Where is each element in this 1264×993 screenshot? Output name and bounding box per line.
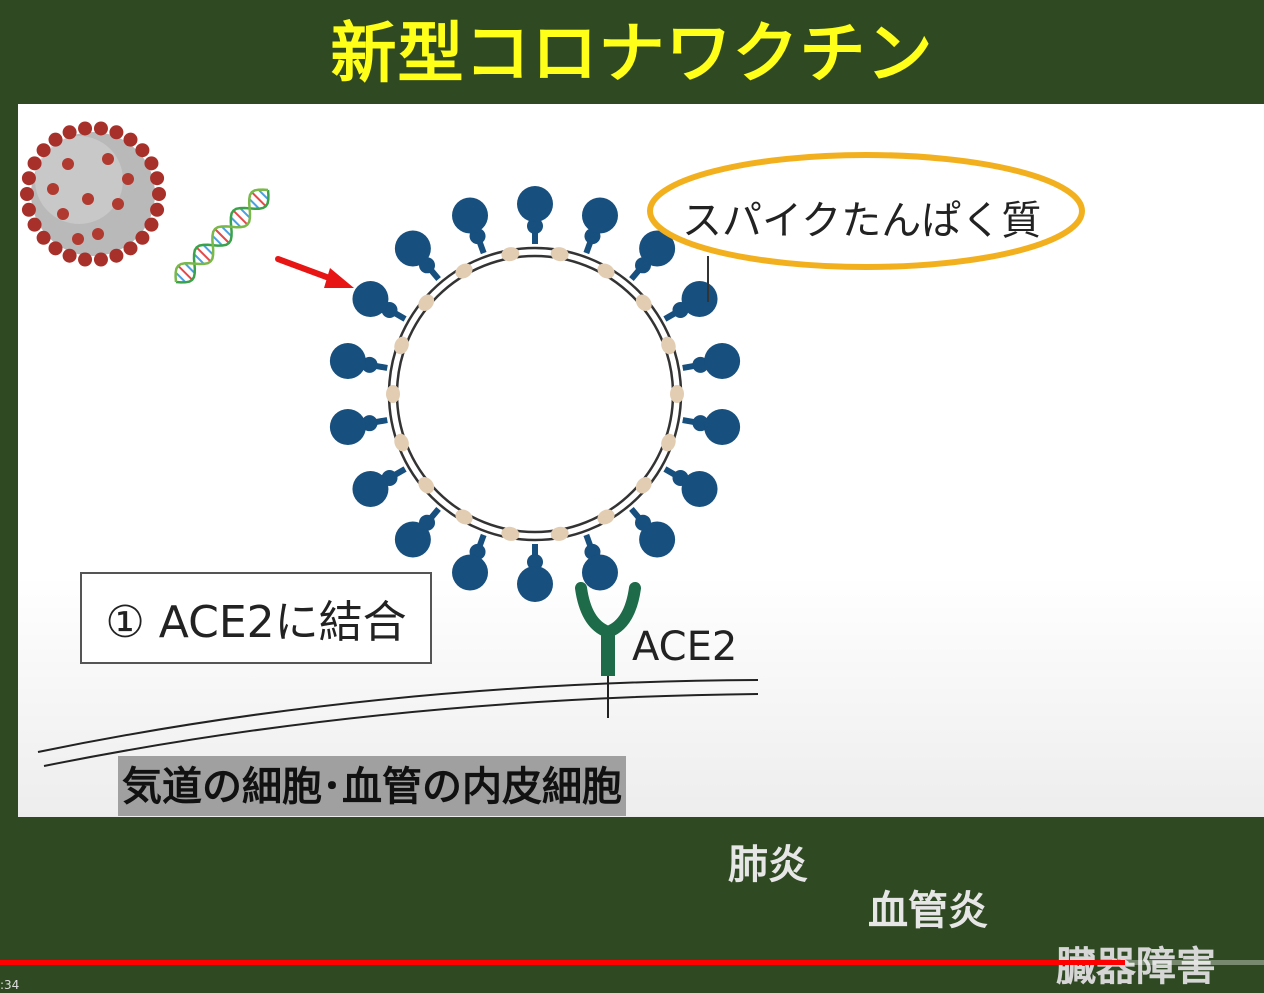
red-arrow-icon	[275, 256, 354, 288]
slide-panel: ① ACE2に結合 ACE2 スパイクたんぱく質 気道の細胞･血管の内皮細胞	[18, 104, 1264, 817]
step-box: ① ACE2に結合	[80, 572, 432, 664]
video-progress-bar[interactable]	[0, 960, 1264, 965]
organ-damage-text: 臓器障害	[1056, 944, 1216, 990]
cell-membrane	[37, 679, 759, 767]
cell-type-label: 気道の細胞･血管の内皮細胞	[118, 756, 626, 816]
spike-highlight-ellipse	[647, 152, 1085, 270]
spike-protein-label: スパイクたんぱく質	[682, 198, 1042, 244]
diagram-canvas	[20, 121, 1085, 767]
video-time: :34	[0, 978, 20, 992]
coronavirus-image	[20, 121, 166, 267]
virus-particle-diagram	[329, 186, 741, 602]
step-label: ① ACE2に結合	[105, 597, 407, 648]
pneumonia-text: 肺炎	[728, 842, 808, 888]
rna-strand-icon	[174, 188, 270, 284]
vasculitis-text: 血管炎	[868, 888, 988, 934]
slide-title: 新型コロナワクチン	[330, 15, 934, 92]
video-progress-fill	[0, 960, 1125, 965]
ace2-label: ACE2	[632, 624, 738, 670]
